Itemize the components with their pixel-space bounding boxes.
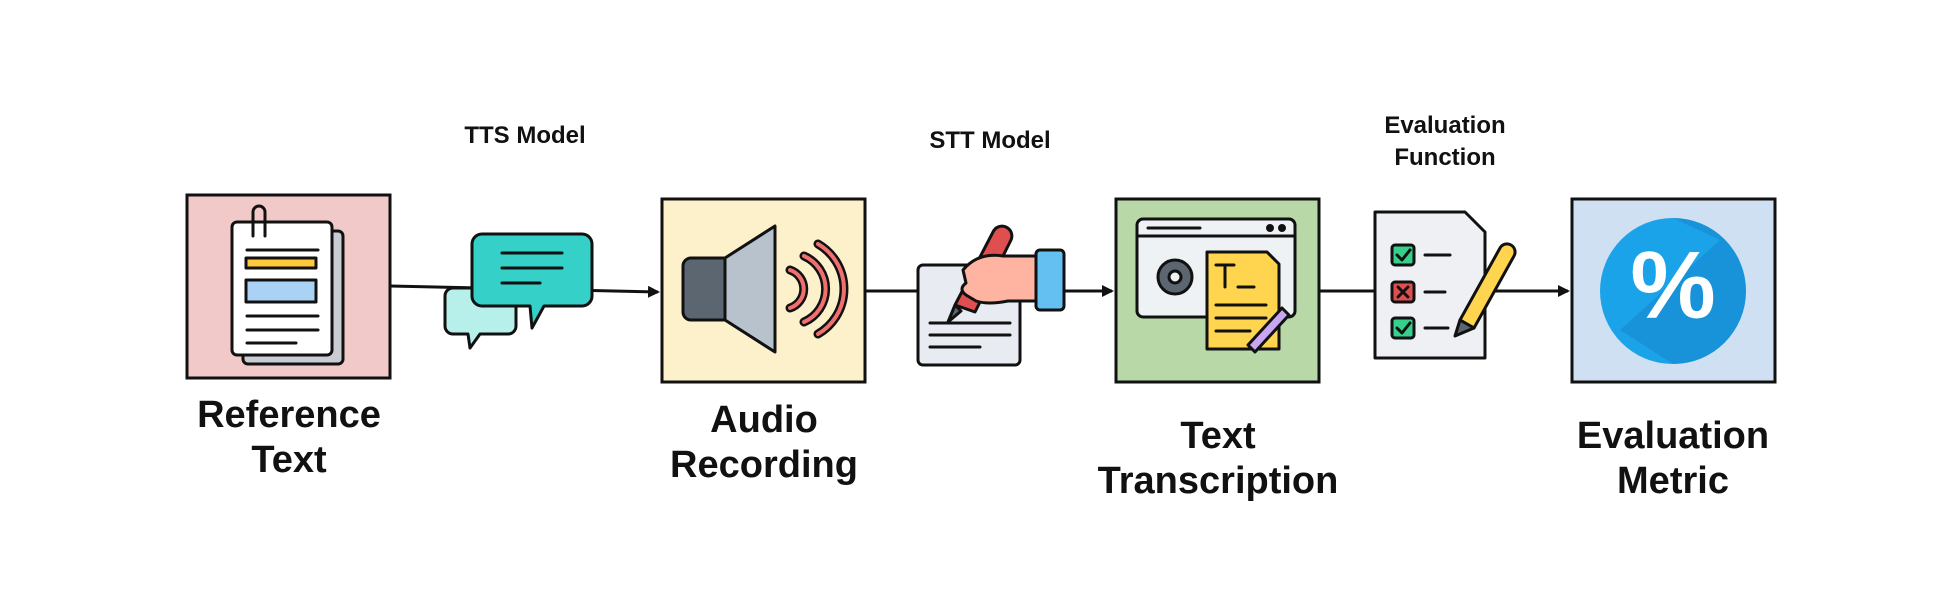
percent-icon: % [1600, 218, 1746, 364]
tts-model-label: TTS Model [430, 120, 620, 152]
audio-recording-title-line-1: Audio [710, 399, 818, 441]
checklist-pencil-icon [1373, 210, 1517, 360]
stt-model-label-line-1: STT Model [929, 127, 1051, 154]
reference-text-title-line-2: Text [251, 439, 327, 481]
audio-recording-title-line-2: Recording [670, 444, 858, 486]
evaluation-function-label-line-1: Evaluation [1384, 112, 1506, 139]
evaluation-metric-title-line-1: Evaluation [1576, 415, 1770, 457]
reference-text-title: Reference Text [174, 393, 404, 483]
evaluation-function-label: Evaluation Function [1350, 110, 1540, 174]
speech-bubbles-icon [443, 232, 594, 350]
text-transcription-title-line-2: Transcription [1097, 460, 1339, 502]
reference-text-title-line-1: Reference [197, 394, 381, 436]
evaluation-metric-title: Evaluation Metric [1548, 414, 1798, 504]
evaluation-function-label-line-2: Function [1394, 144, 1496, 171]
text-transcription-title: Text Transcription [1078, 414, 1358, 504]
document-icon [230, 204, 345, 366]
hand-writing-icon [916, 224, 1066, 367]
speaker-icon [681, 224, 849, 354]
stt-model-label: STT Model [895, 125, 1085, 157]
evaluation-metric-title-line-2: Metric [1617, 460, 1729, 502]
transcription-window-icon [1135, 217, 1297, 354]
audio-recording-title: Audio Recording [649, 398, 879, 488]
text-transcription-title-line-1: Text [1180, 415, 1256, 457]
tts-model-label-line-1: TTS Model [464, 122, 586, 149]
svg-text:%: % [1630, 232, 1715, 339]
